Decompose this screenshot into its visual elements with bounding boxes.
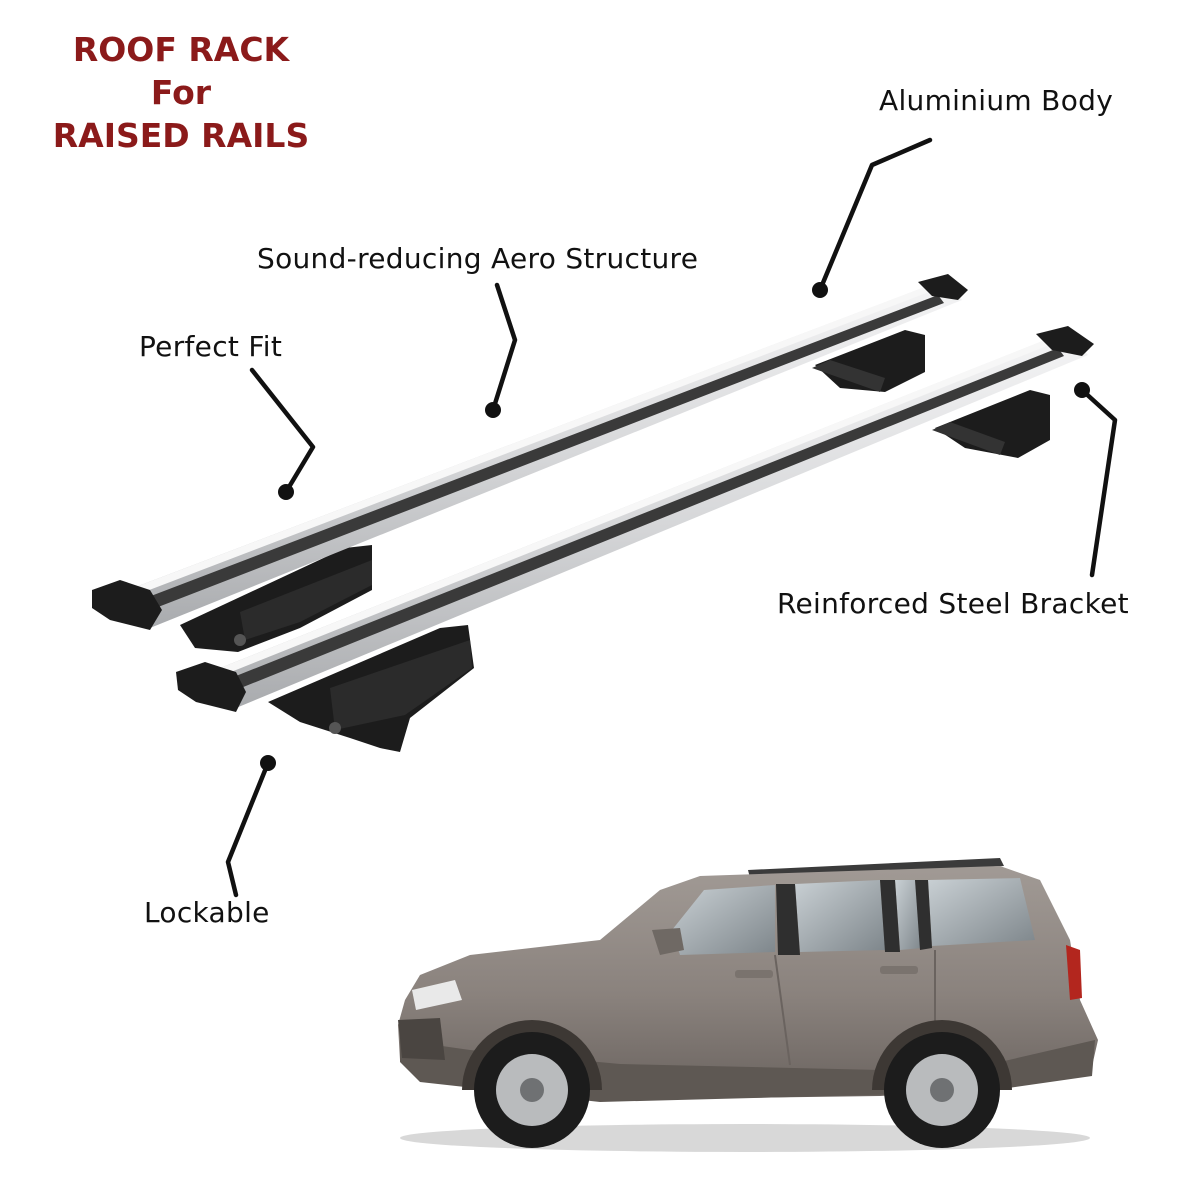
leader-dots: [260, 282, 1090, 771]
front-crossbar: [176, 326, 1094, 752]
leader-perfect-fit: [249, 367, 316, 495]
leader-aero-structure: [490, 282, 518, 413]
title-line-3: RAISED RAILS: [52, 116, 310, 155]
product-title: ROOF RACK For RAISED RAILS: [40, 28, 322, 157]
leader-lockable: [225, 760, 271, 898]
title-line-2: For: [150, 73, 212, 112]
rear-crossbar: [92, 274, 968, 652]
callout-aero-structure: Sound-reducing Aero Structure: [257, 242, 699, 275]
callout-reinforced-bracket: Reinforced Steel Bracket: [777, 587, 1129, 620]
callout-perfect-fit: Perfect Fit: [139, 330, 283, 363]
suv-car-image: [398, 858, 1098, 1152]
leader-aluminium-body: [817, 137, 933, 293]
leader-reinforced-bracket: [1079, 387, 1118, 578]
callout-lockable: Lockable: [144, 896, 270, 929]
leader-lines: [225, 137, 1118, 898]
title-line-1: ROOF RACK: [72, 30, 290, 69]
callout-aluminium-body: Aluminium Body: [879, 84, 1114, 117]
